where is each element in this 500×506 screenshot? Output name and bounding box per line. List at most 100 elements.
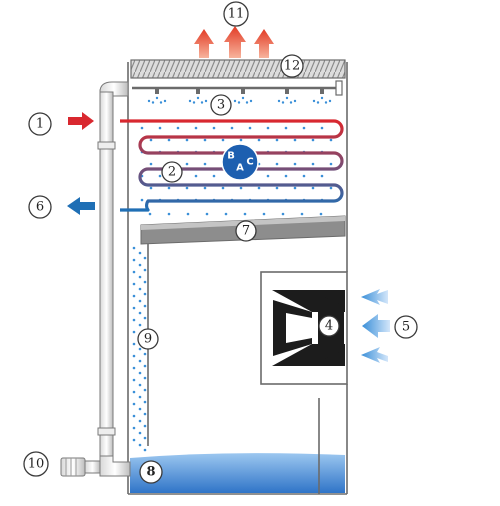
water-droplet — [132, 294, 136, 298]
water-droplet — [257, 138, 261, 142]
callout-2-label: 2 — [168, 165, 176, 180]
water-droplet — [302, 126, 306, 130]
water-droplet — [248, 126, 252, 130]
inlet-air-arrows — [361, 289, 390, 363]
basin-water — [130, 453, 345, 493]
water-droplet — [148, 212, 152, 216]
callout-12: 12 — [280, 54, 304, 78]
water-droplet — [143, 352, 147, 356]
callout-10: 10 — [23, 451, 49, 477]
callout-3-label: 3 — [217, 98, 225, 113]
water-droplet — [230, 126, 234, 130]
callout-6: 6 — [28, 195, 52, 219]
water-droplet — [132, 438, 136, 442]
water-droplet — [143, 376, 147, 380]
water-droplet — [140, 126, 144, 130]
water-droplet — [203, 186, 207, 190]
water-droplet — [132, 342, 136, 346]
water-droplet — [194, 174, 198, 178]
water-droplet — [138, 311, 142, 315]
spray-header — [132, 80, 343, 96]
spray-droplet — [147, 99, 151, 103]
water-droplet — [132, 426, 136, 430]
tower-casing — [127, 62, 348, 495]
water-droplet — [293, 138, 297, 142]
spray-droplet — [277, 99, 281, 103]
callout-9: 9 — [137, 328, 159, 350]
water-droplet — [320, 126, 324, 130]
water-droplet — [138, 431, 142, 435]
water-droplet — [194, 126, 198, 130]
water-droplet — [185, 138, 189, 142]
water-droplet — [176, 126, 180, 130]
water-droplet — [149, 186, 153, 190]
water-droplet — [239, 138, 243, 142]
callout-1-label: 1 — [36, 117, 44, 132]
water-droplet — [138, 323, 142, 327]
water-droplet — [266, 126, 270, 130]
water-droplet — [132, 318, 136, 322]
water-droplet — [138, 287, 142, 291]
water-droplet — [311, 186, 315, 190]
callout-11-label: 11 — [228, 7, 245, 22]
callout-3: 3 — [210, 94, 232, 116]
water-droplet — [281, 212, 285, 216]
water-droplet — [243, 212, 247, 216]
water-droplet — [143, 280, 147, 284]
water-droplet — [138, 251, 142, 255]
spray-droplet — [320, 96, 324, 100]
callout-8-label: 8 — [146, 465, 155, 480]
water-droplet — [319, 212, 323, 216]
water-droplet — [149, 162, 153, 166]
spray-droplet — [289, 101, 293, 104]
water-droplet — [329, 186, 333, 190]
water-droplet — [275, 162, 279, 166]
callout-1: 1 — [28, 112, 52, 136]
spray-water-pipe — [97, 81, 131, 477]
water-droplet — [158, 126, 162, 130]
water-droplet — [300, 212, 304, 216]
water-droplet — [239, 186, 243, 190]
logo-letter-c: C — [246, 157, 253, 168]
spray-nozzle — [285, 88, 289, 94]
water-droplet — [132, 306, 136, 310]
water-droplet — [320, 174, 324, 178]
water-droplet — [205, 212, 209, 216]
callout-7: 7 — [235, 220, 257, 242]
water-droplet — [143, 292, 147, 296]
callout-4: 4 — [318, 315, 340, 337]
water-droplet — [138, 395, 142, 399]
water-droplet — [143, 304, 147, 308]
callout-10-label: 10 — [28, 457, 45, 472]
spray-droplet — [188, 99, 192, 103]
water-droplet — [132, 378, 136, 382]
heat-exchanger-coil — [120, 119, 344, 212]
callout-6-label: 6 — [36, 200, 44, 215]
discharge-air-arrows — [194, 26, 274, 58]
spray-droplet — [237, 101, 241, 104]
water-droplet — [203, 162, 207, 166]
spray-droplet — [196, 96, 200, 100]
spray-droplet — [155, 96, 159, 100]
water-droplet — [143, 256, 147, 260]
water-droplet — [311, 162, 315, 166]
drift-eliminator — [130, 59, 346, 79]
water-droplet — [293, 186, 297, 190]
spray-droplet — [281, 101, 285, 104]
spray-droplet — [285, 96, 289, 100]
spray-droplet — [151, 101, 155, 104]
water-droplet — [143, 412, 147, 416]
water-droplet — [143, 316, 147, 320]
spray-nozzle — [155, 88, 159, 94]
spray-droplet — [200, 101, 204, 104]
spray-nozzle — [241, 88, 245, 94]
water-droplet — [185, 186, 189, 190]
water-droplet — [284, 126, 288, 130]
water-droplet — [329, 162, 333, 166]
callout-5: 5 — [394, 315, 418, 339]
water-droplet — [221, 138, 225, 142]
water-droplet — [167, 186, 171, 190]
water-droplet — [138, 275, 142, 279]
water-droplet — [143, 436, 147, 440]
water-droplet — [284, 174, 288, 178]
